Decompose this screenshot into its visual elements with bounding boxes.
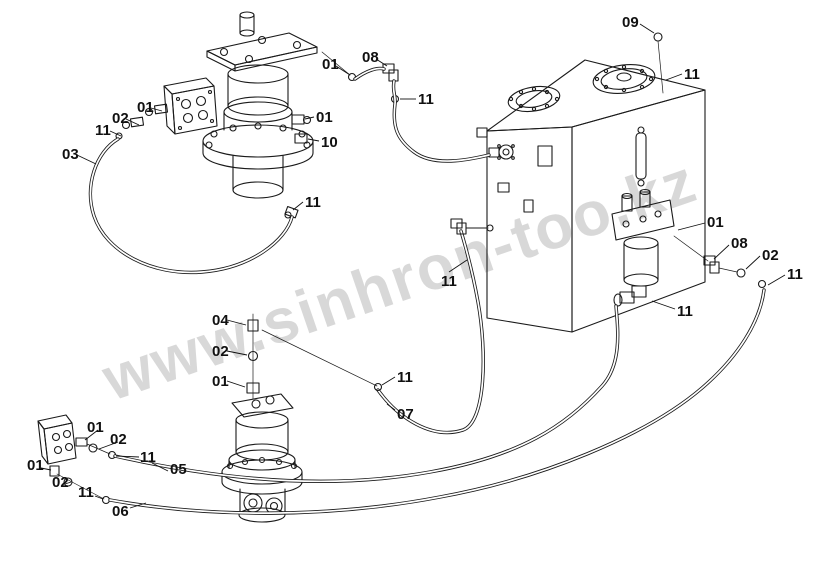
pilot-fitting-stack <box>246 313 378 400</box>
callout-01-c: 01 <box>316 109 333 126</box>
callout-07: 07 <box>397 406 414 423</box>
callout-01-d: 01 <box>707 214 724 231</box>
callout-10: 10 <box>321 134 338 151</box>
callout-11-h: 11 <box>397 369 413 386</box>
callout-11-e: 11 <box>787 266 803 283</box>
breather-bolt <box>653 32 664 94</box>
callout-11-j: 11 <box>78 484 94 501</box>
callout-11-f: 11 <box>677 303 693 320</box>
callout-11-g: 11 <box>441 273 457 290</box>
callout-08-b: 08 <box>731 235 748 252</box>
return-line-fittings <box>673 235 767 289</box>
callout-02-d: 02 <box>110 431 127 448</box>
callout-01-e: 01 <box>212 373 229 390</box>
manifold-block <box>37 414 117 505</box>
hydraulic-tank <box>476 59 706 333</box>
callout-05: 05 <box>170 461 187 478</box>
callout-02-e: 02 <box>52 474 69 491</box>
callout-11-c: 11 <box>305 194 321 211</box>
callout-11-a: 11 <box>95 122 111 139</box>
callout-06: 06 <box>112 503 129 520</box>
pilot-control-valve-block <box>115 77 218 140</box>
callout-02-a: 02 <box>112 110 129 127</box>
callout-01-b: 01 <box>322 56 339 73</box>
solenoid-valve-assembly <box>611 188 675 307</box>
callout-02-b: 02 <box>762 247 779 264</box>
callout-labels: 01 02 11 03 01 08 11 01 10 11 09 11 01 0… <box>27 14 803 520</box>
callout-11-i: 11 <box>140 449 156 466</box>
callout-01-f: 01 <box>87 419 104 436</box>
swing-motor <box>221 393 303 523</box>
callout-02-c: 02 <box>212 343 229 360</box>
callout-09: 09 <box>622 14 639 31</box>
callout-11-d: 11 <box>684 66 700 83</box>
callout-01-a: 01 <box>137 99 154 116</box>
callout-03: 03 <box>62 146 79 163</box>
callout-01-g: 01 <box>27 457 44 474</box>
callout-leader-lines <box>40 23 786 509</box>
hose-07-tank-elbow <box>373 218 494 392</box>
swing-gearbox-assembly <box>202 11 318 219</box>
callout-04: 04 <box>212 312 229 329</box>
callout-11-b: 11 <box>418 91 434 108</box>
hose-tank-supply <box>391 79 491 163</box>
callout-08-a: 08 <box>362 49 379 66</box>
top-hose-fittings <box>321 51 500 158</box>
